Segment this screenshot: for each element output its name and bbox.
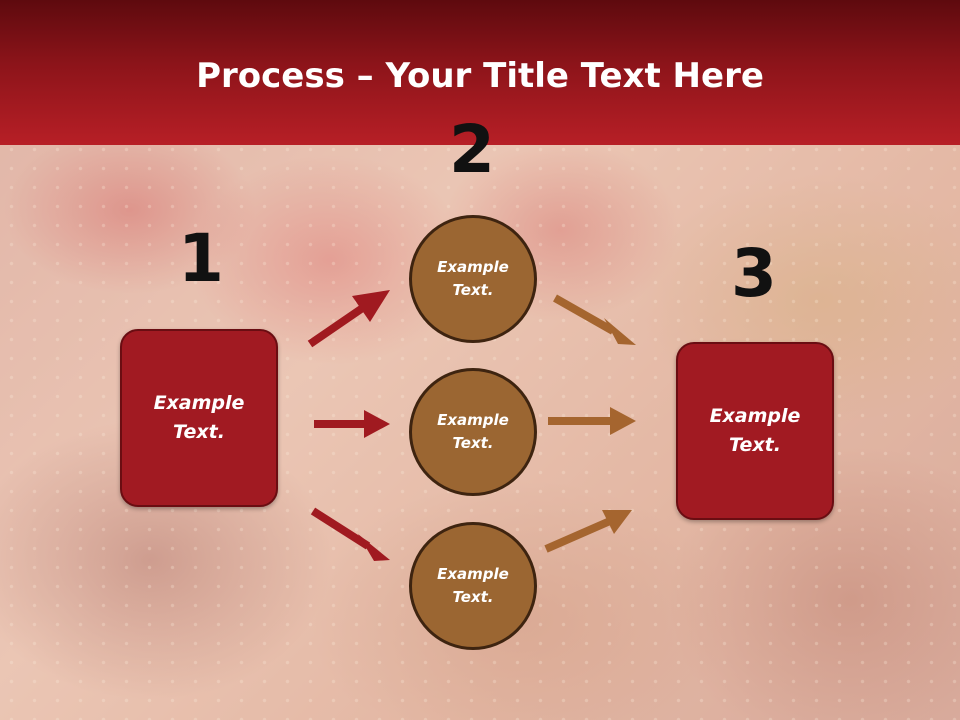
title-rest: – Your Title Text Here (344, 56, 764, 96)
circle-text-line: Text. (452, 588, 494, 606)
slide-title[interactable]: Process – Your Title Text Here (0, 56, 960, 96)
box-text-line: Example (153, 392, 245, 414)
box-text-line: Text. (729, 434, 781, 456)
step-number-1[interactable]: 1 (178, 220, 224, 297)
circle-text-line: Example (437, 565, 509, 583)
arrow-right-down (553, 294, 636, 345)
circle-text-line: Text. (452, 434, 494, 452)
arrow-left-up (307, 290, 390, 348)
circle-text-line: Example (437, 258, 509, 276)
arrow-left-down (310, 507, 390, 561)
step-number-3[interactable]: 3 (731, 235, 777, 312)
arrow-right-straight (548, 407, 636, 435)
title-bold: Process (196, 56, 345, 96)
circle-text-line: Text. (452, 281, 494, 299)
box-text-line: Example (709, 405, 801, 427)
arrow-right-up (544, 510, 632, 553)
title-bar (0, 0, 960, 145)
arrow-left-right (314, 410, 390, 438)
step-number-2[interactable]: 2 (449, 111, 495, 188)
circle-text-line: Example (437, 411, 509, 429)
box-text-line: Text. (173, 421, 225, 443)
